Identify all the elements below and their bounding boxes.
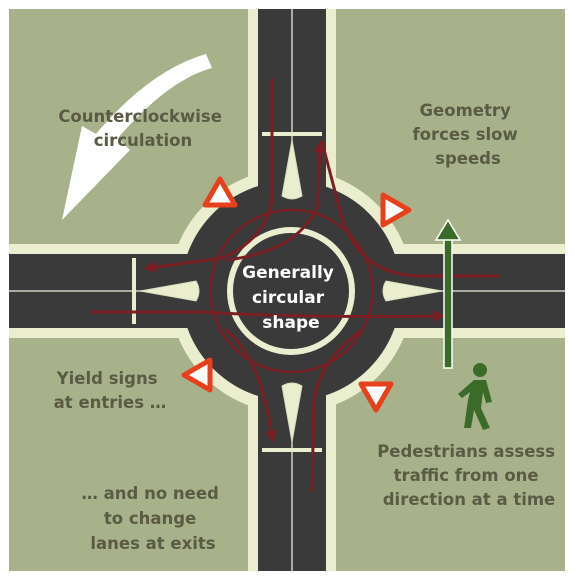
center-label: Generally circular shape: [242, 263, 340, 333]
east-entry-path: [320, 140, 500, 278]
straight-arrow-icon: [434, 218, 462, 369]
yield-label: Yield signs at entries …: [54, 369, 167, 412]
south-entry-path: [310, 328, 364, 492]
splitter-islands: [139, 139, 443, 443]
circulation-label: Counterclockwise circulation: [58, 107, 227, 150]
pedestrian-icon: [458, 363, 492, 430]
lanes-label: … and no need to change lanes at exits: [81, 484, 224, 553]
north-exit-path: [226, 140, 326, 262]
yield-sign-icon: [202, 176, 238, 208]
central-island: [233, 233, 349, 349]
yield-sign-icon: [380, 192, 412, 228]
yield-sign-icon: [358, 381, 394, 413]
yield-sign-icon: [181, 357, 213, 393]
geometry-label: Geometry forces slow speeds: [413, 101, 524, 168]
ring-path: [209, 208, 374, 374]
curved-arrow-icon: [62, 54, 212, 220]
circulation-paths: [90, 78, 500, 492]
pedestrians-label: Pedestrians assess traffic from one dire…: [377, 442, 561, 509]
north-entry-path: [143, 78, 274, 273]
south-exit-path: [224, 328, 278, 443]
east-exit-path: [90, 310, 445, 323]
